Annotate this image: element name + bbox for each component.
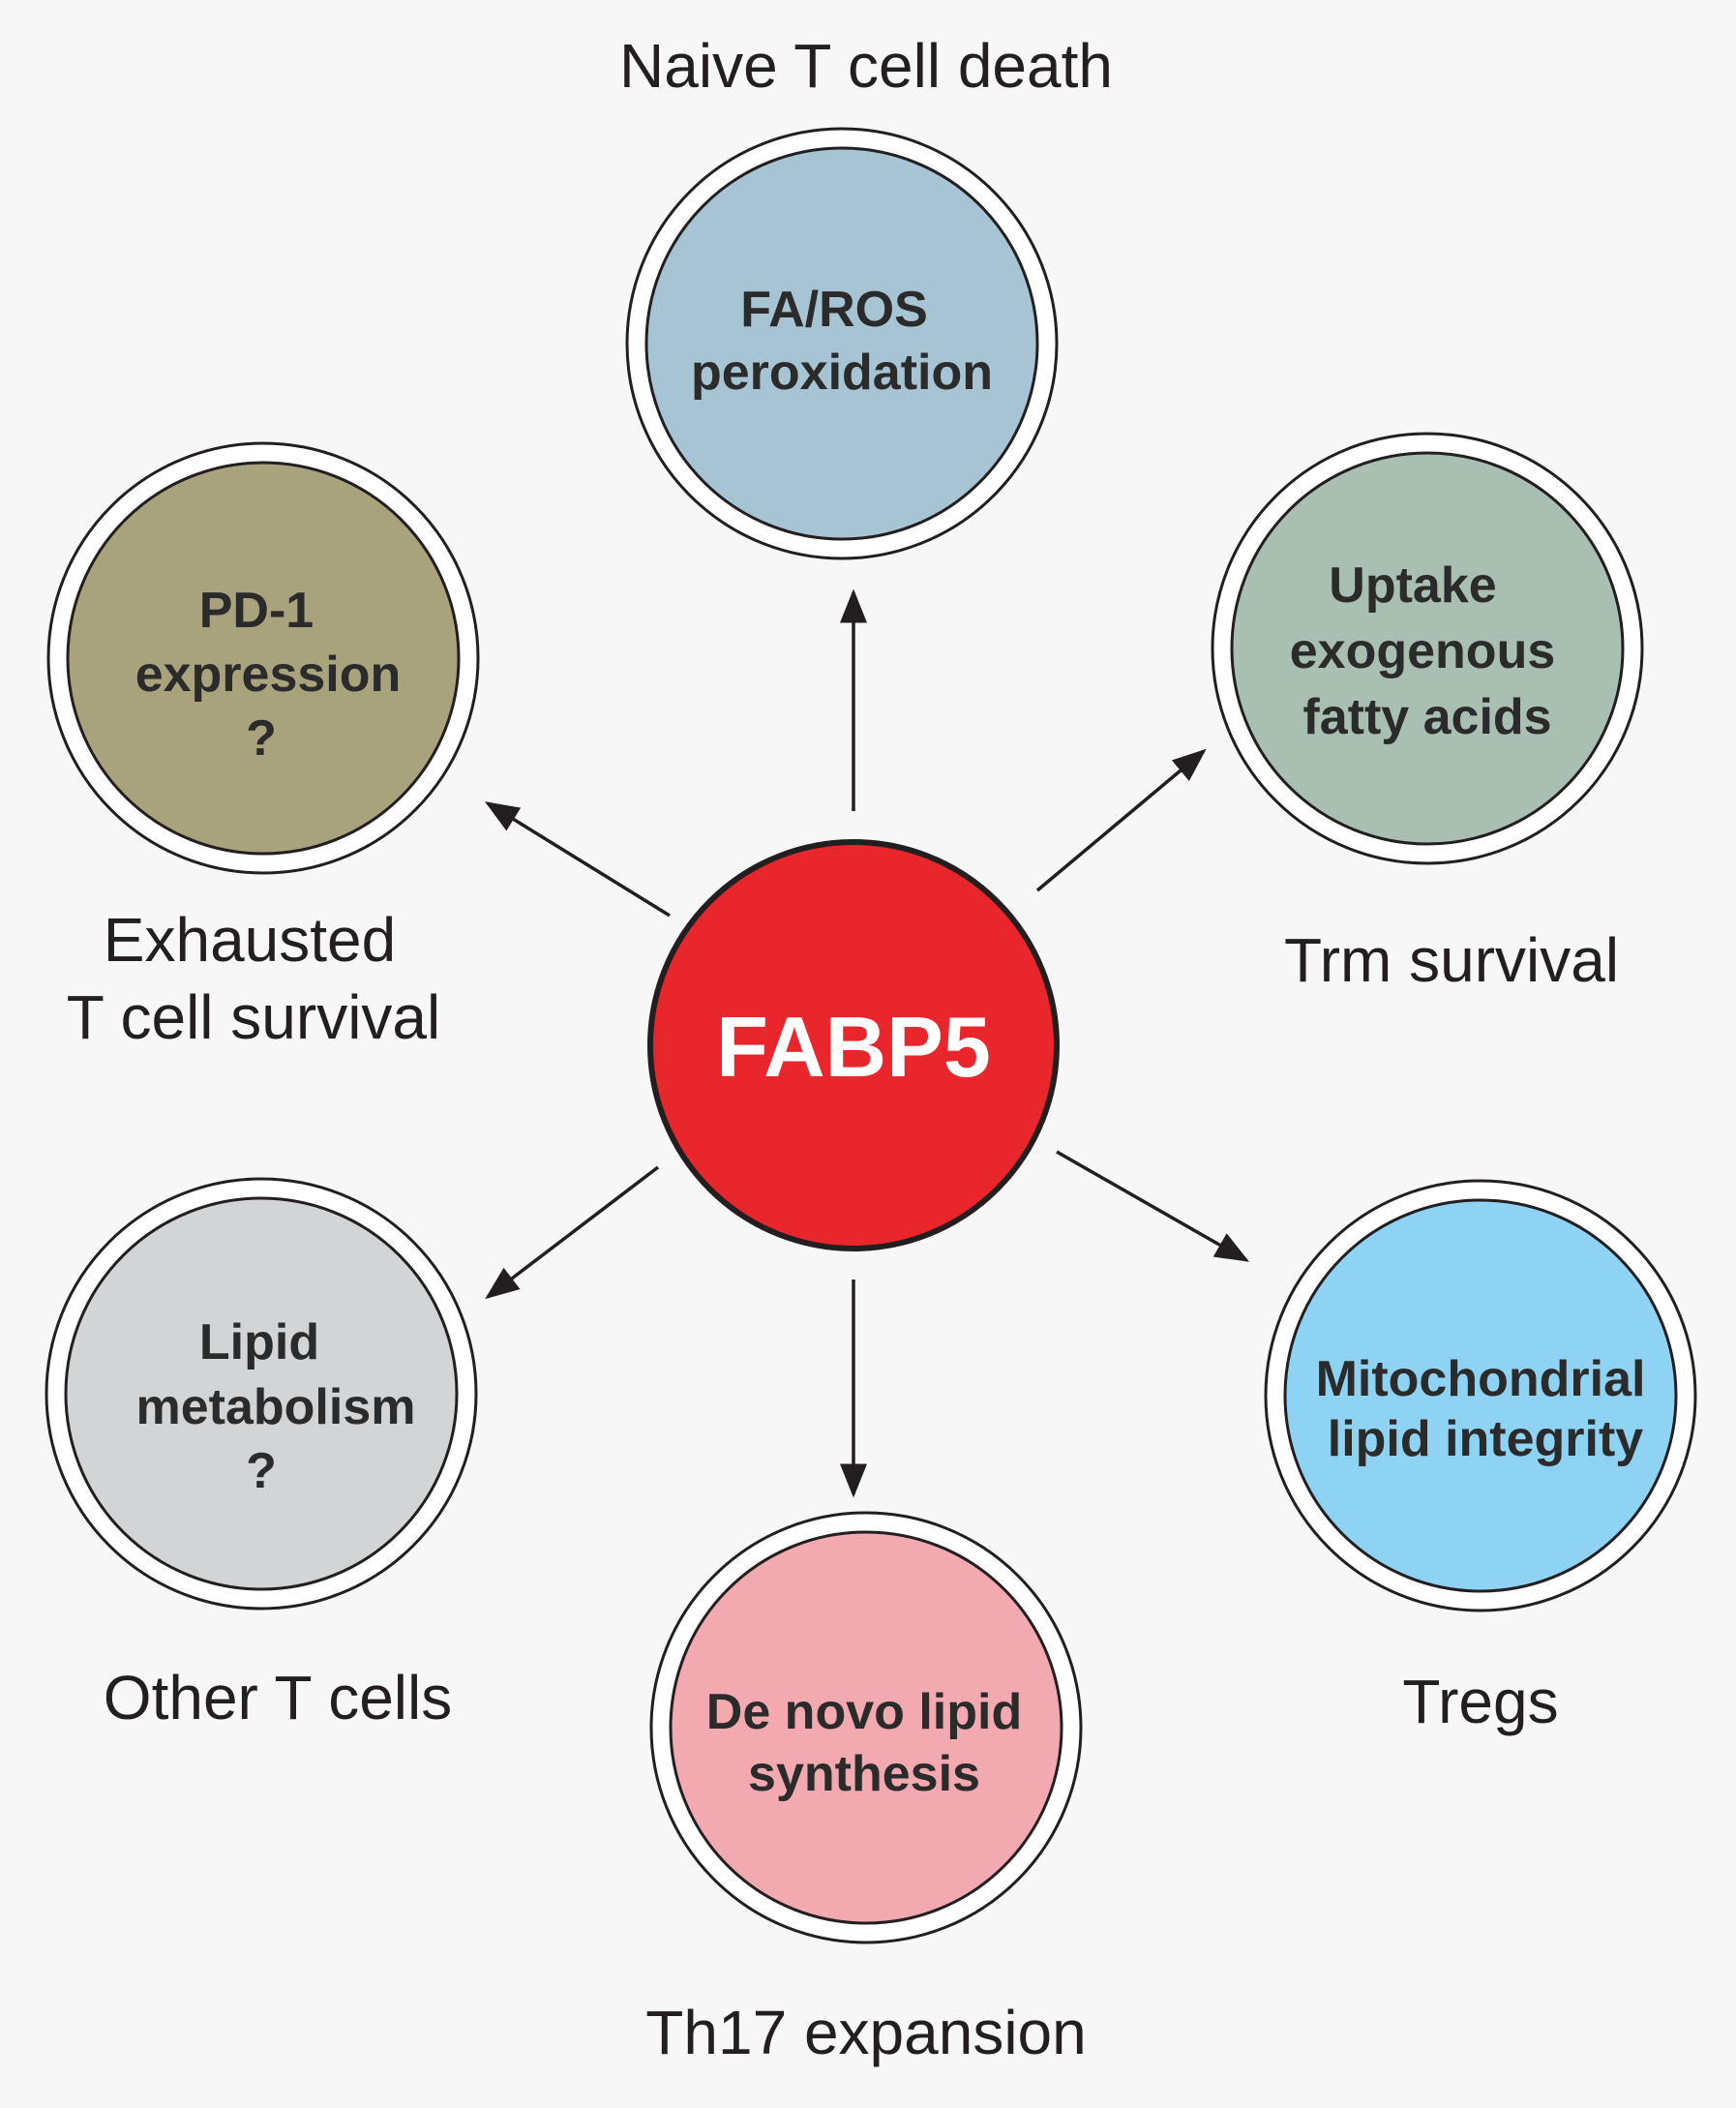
node-upper-left: PD-1 expression ? Exhausted T cell survi… — [46, 441, 480, 1052]
arrows — [485, 588, 1250, 1498]
node-upper-left-line-1: PD-1 — [199, 583, 314, 639]
node-top: FA/ROS peroxidation Naive T cell death — [619, 31, 1113, 560]
node-lower-right-line-1: Mitochondrial — [1316, 1351, 1646, 1407]
center-circle — [647, 839, 1060, 1251]
node-upper-right-line-1: Uptake — [1329, 557, 1496, 614]
node-lower-left-line-2: metabolism — [136, 1379, 416, 1435]
node-bottom-circle — [669, 1530, 1063, 1925]
node-upper-right: Uptake exogenous fatty acids Trm surviva… — [1211, 432, 1644, 995]
node-lower-right-circle — [1283, 1198, 1678, 1593]
arrow-to-upper-right — [1035, 748, 1207, 892]
caption-lower-left: Other T cells — [104, 1663, 452, 1732]
node-upper-left-line-3: ? — [246, 710, 277, 767]
node-upper-left-line-2: expression — [135, 647, 402, 703]
node-lower-left-line-1: Lipid — [199, 1314, 319, 1370]
node-lower-left-circle — [64, 1196, 459, 1591]
caption-upper-left-line-2: T cell survival — [67, 982, 440, 1052]
center-node: FABP5 — [647, 839, 1060, 1251]
caption-upper-left-line-1: Exhausted — [104, 905, 396, 975]
node-bottom-line-2: synthesis — [748, 1746, 980, 1802]
arrow-to-lower-right — [1056, 1150, 1250, 1262]
node-upper-left-circle — [66, 461, 461, 856]
caption-lower-right: Tregs — [1402, 1667, 1558, 1736]
arrow-to-upper-left — [485, 801, 671, 918]
node-lower-left-line-3: ? — [246, 1443, 277, 1499]
arrow-to-lower-left — [485, 1165, 660, 1300]
caption-upper-right: Trm survival — [1284, 925, 1619, 995]
node-lower-right: Mitochondrial lipid integrity Tregs — [1264, 1179, 1697, 1736]
node-lower-left: Lipid metabolism ? Other T cells — [45, 1177, 478, 1732]
node-top-line-2: peroxidation — [691, 345, 993, 401]
center-label: FABP5 — [716, 999, 991, 1095]
node-top-circle — [644, 146, 1039, 541]
caption-top: Naive T cell death — [619, 31, 1113, 101]
node-upper-right-circle — [1230, 451, 1625, 846]
node-bottom-line-1: De novo lipid — [706, 1684, 1022, 1740]
node-bottom: De novo lipid synthesis Th17 expansion — [645, 1511, 1087, 2067]
caption-bottom: Th17 expansion — [645, 1998, 1086, 2067]
node-top-line-1: FA/ROS — [740, 282, 928, 338]
node-upper-right-line-3: fatty acids — [1302, 689, 1551, 745]
node-upper-right-line-2: exogenous — [1290, 623, 1556, 679]
node-lower-right-line-2: lipid integrity — [1328, 1411, 1644, 1467]
